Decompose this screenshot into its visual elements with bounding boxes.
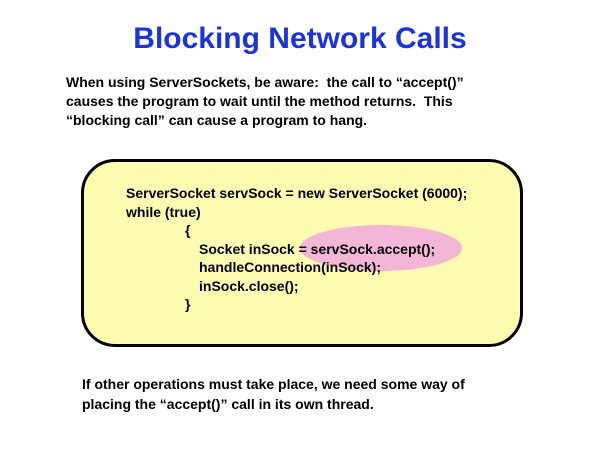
code-line: Socket inSock = servSock.accept(); (199, 240, 436, 257)
accept-highlight (300, 225, 462, 271)
slide-title: Blocking Network Calls (133, 22, 467, 55)
outro-text: If other operations must take place, we … (82, 374, 465, 414)
intro-line: When using ServerSockets, be aware: the … (66, 74, 464, 90)
intro-line: causes the program to wait until the met… (66, 93, 453, 109)
code-line: } (185, 296, 191, 312)
code-line: while (true) (126, 203, 201, 220)
intro-text: When using ServerSockets, be aware: the … (66, 73, 464, 130)
code-line: ServerSocket servSock = new ServerSocket… (126, 185, 468, 201)
outro-line: placing the “accept()” call in its own t… (82, 396, 374, 412)
code-line: inSock.close(); (199, 277, 299, 294)
outro-line: If other operations must take place, we … (82, 376, 465, 392)
code-line: handleConnection(inSock); (199, 259, 381, 275)
intro-line: “blocking call” can cause a program to h… (66, 112, 368, 128)
code-block: ServerSocket servSock = new ServerSocket… (126, 184, 467, 314)
code-line: { (185, 222, 191, 238)
